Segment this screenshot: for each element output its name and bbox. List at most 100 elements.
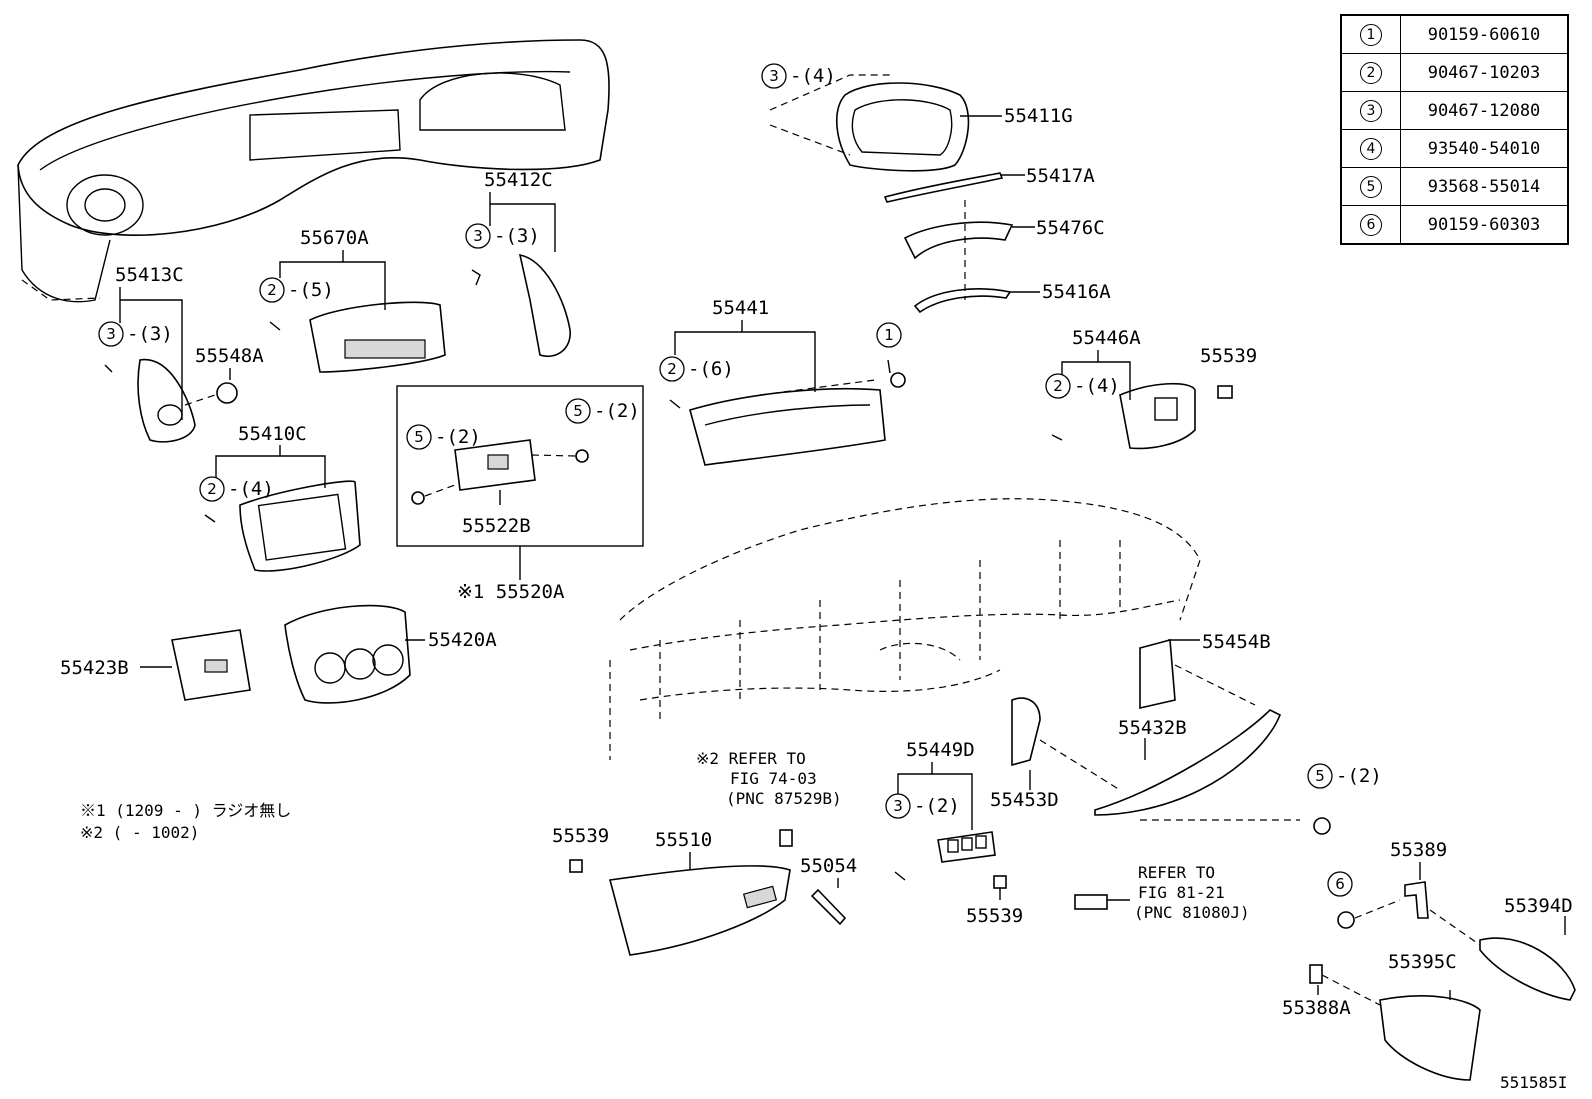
svg-text:※2 REFER TO: ※2 REFER TO [696,749,806,768]
svg-text:2: 2 [207,480,217,498]
svg-text:3: 3 [106,325,116,343]
svg-text:(PNC 81080J): (PNC 81080J) [1134,903,1250,922]
svg-text:-(2): -(2) [435,426,481,448]
label-55454B: 55454B [1202,631,1271,653]
callout-3-3-55412C: 3 -(3) [465,223,540,249]
svg-text:-(2): -(2) [914,795,960,817]
svg-text:-(5): -(5) [288,279,334,301]
svg-text:-(2): -(2) [594,400,640,422]
svg-text:-(3): -(3) [494,225,540,247]
svg-text:2: 2 [1053,377,1063,395]
label-55420A: 55420A [428,629,497,651]
clock-group-box [396,385,644,580]
label-55548A: 55548A [195,345,264,367]
heater-control-drawing [140,604,425,704]
svg-text:5: 5 [414,428,424,446]
legend-ref-number: 6 [1360,213,1382,236]
callout-2-5: 2 -(5) [259,277,334,303]
center-register-drawing [269,301,446,373]
dashboard-panel-drawing [17,39,610,303]
legend-part-number: 93540-54010 [1400,129,1569,168]
lower-right-parts-drawing [1309,881,1576,1081]
callout-1: 1 [876,322,902,348]
label-55395C: 55395C [1388,951,1457,973]
svg-text:2: 2 [267,281,277,299]
label-55412C: 55412C [484,169,553,191]
panel-55441-drawing [669,359,906,466]
svg-text:1: 1 [884,326,894,344]
label-55411G: 55411G [1004,105,1073,127]
legend-ref-cell: 2 [1340,53,1401,92]
label-55539-left: 55539 [552,825,609,847]
meter-hood-drawing [769,74,1014,314]
label-55394D: 55394D [1504,895,1573,917]
svg-text:-(4): -(4) [228,478,274,500]
callout-3-2: 3 -(2) [885,793,960,819]
label-55432B: 55432B [1118,717,1187,739]
label-55476C: 55476C [1036,217,1105,239]
label-55054: 55054 [800,855,857,877]
callout-5-2-left: 5 -(2) [406,424,481,450]
svg-text:-(4): -(4) [1074,375,1120,397]
connector-drawing [1074,894,1108,910]
legend-ref-number: 2 [1360,61,1382,84]
switch-55449D-drawing [894,831,1007,889]
legend-ref-number: 1 [1360,23,1382,46]
svg-text:-(4): -(4) [790,65,836,87]
callout-2-6: 2 -(6) [659,356,734,382]
svg-text:3: 3 [473,227,483,245]
svg-text:5: 5 [1315,767,1325,785]
legend-row: 2 90467-10203 [1340,53,1569,92]
callout-5-2-right: 5 -(2) [565,398,640,424]
label-55539-bottom: 55539 [966,905,1023,927]
legend-row: 3 90467-12080 [1340,91,1569,130]
callout-2-4-55446A: 2 -(4) [1045,373,1120,399]
svg-text:(PNC 87529B): (PNC 87529B) [726,789,842,808]
callout-2-4-55410C: 2 -(4) [199,476,274,502]
svg-text:FIG 81-21: FIG 81-21 [1138,883,1225,902]
label-55417A: 55417A [1026,165,1095,187]
leader-lines [119,115,1566,1000]
glove-box-drawing [569,829,847,956]
legend-part-number: 90467-12080 [1400,91,1569,130]
label-55520A: ※1 55520A [457,581,565,603]
callout-3-3-55413C: 3 -(3) [98,321,173,347]
label-55453D: 55453D [990,789,1059,811]
label-55423B: 55423B [60,657,129,679]
svg-text:-(6): -(6) [688,358,734,380]
legend-part-number: 93568-55014 [1400,167,1569,206]
legend-row: 5 93568-55014 [1340,167,1569,206]
callout-6: 6 [1327,871,1353,897]
legend-ref-number: 4 [1360,137,1382,160]
label-55449D: 55449D [906,739,975,761]
side-register-drawing [104,359,238,443]
legend-row: 6 90159-60303 [1340,205,1569,245]
label-55410C: 55410C [238,423,307,445]
legend-ref-cell: 3 [1340,91,1401,130]
lower-panel-drawing [1011,638,1331,835]
legend-ref-number: 5 [1360,175,1382,198]
switch-55446A-drawing [1051,382,1233,450]
panel-reinforcement-drawing [609,498,1201,760]
svg-text:REFER TO: REFER TO [1138,863,1215,882]
callout-3-4: 3 -(4) [761,63,836,89]
figure-id: 551585I [1500,1073,1567,1092]
label-55670A: 55670A [300,227,369,249]
svg-text:2: 2 [667,360,677,378]
bezel-55410C-drawing [204,480,361,572]
svg-text:-(2): -(2) [1336,765,1382,787]
svg-text:6: 6 [1335,875,1345,893]
legend-ref-number: 3 [1360,99,1382,122]
legend-part-number: 90159-60303 [1400,205,1569,245]
footnote-1: ※1 (1209 - ) ラジオ無し [80,801,291,820]
label-55510: 55510 [655,829,712,851]
label-55446A: 55446A [1072,327,1141,349]
svg-text:FIG 74-03: FIG 74-03 [730,769,817,788]
legend-part-number: 90467-10203 [1400,53,1569,92]
legend-ref-cell: 4 [1340,129,1401,168]
svg-text:3: 3 [893,797,903,815]
